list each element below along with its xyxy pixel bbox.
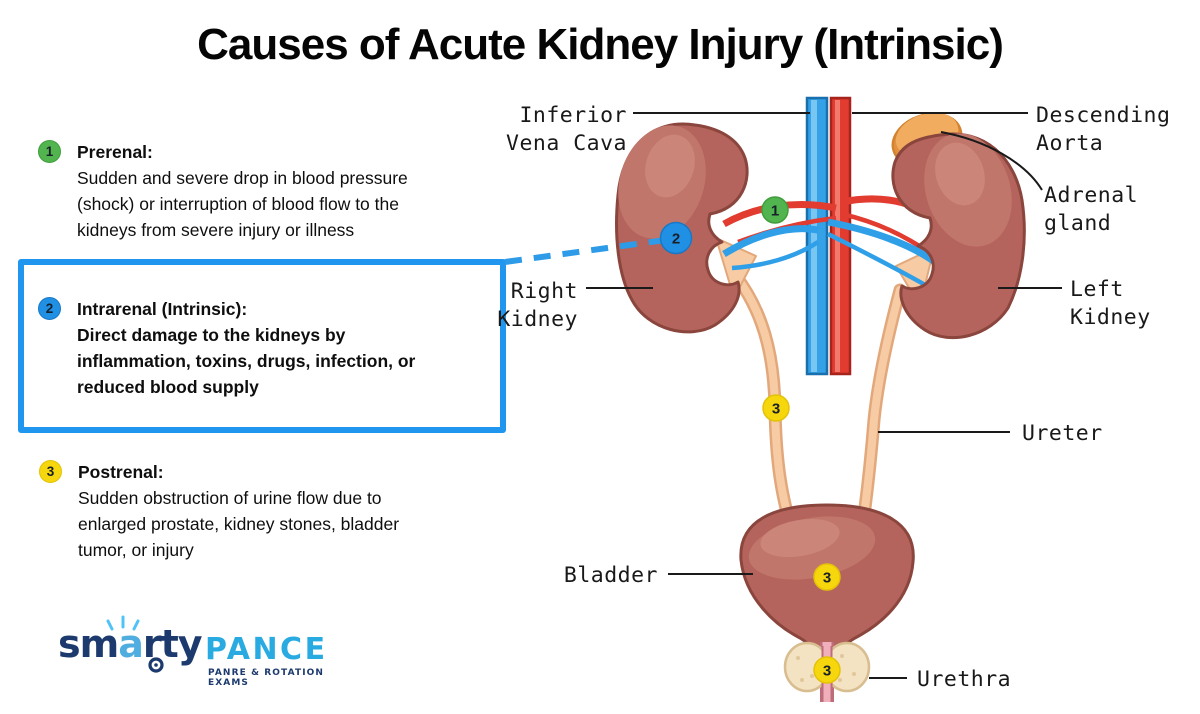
logo-pance: PANCE [205,632,328,667]
cause-text-line: kidneys from severe injury or illness [77,220,355,240]
diagram-badge-postrenal-bladder: 3 [813,563,841,591]
logo-text-sm: sm [58,622,119,666]
smarty-pance-logo: smarty PANCE PANRE & ROTATION EXAMS [58,615,358,690]
stethoscope-icon [148,657,164,673]
cause-item-prerenal: 1 Prerenal: Sudden and severe drop in bl… [38,139,488,243]
label-descending-aorta: Aorta [1036,131,1103,156]
inferior-vena-cava-vessel [805,96,829,376]
cause-item-intrarenal: 2 Intrarenal (Intrinsic): Direct damage … [38,296,488,400]
label-descending-aorta: Descending [1036,103,1170,128]
page-title: Causes of Acute Kidney Injury (Intrinsic… [197,20,1004,69]
logo-tagline: PANRE & ROTATION EXAMS [208,668,325,688]
label-ureter: Ureter [1022,421,1103,446]
label-adrenal-gland: Adrenal [1044,183,1138,208]
kidney-anatomy-diagram: 1 2 3 3 3 Inferior Vena Cava Descending … [497,96,1170,702]
cause-heading-intrarenal: Intrarenal (Intrinsic): [77,299,248,319]
label-left-kidney: Kidney [1070,305,1151,330]
label-right-kidney: Right [511,279,578,304]
svg-text:3: 3 [823,663,831,680]
cause-heading-postrenal: Postrenal: [78,462,164,482]
logo-text-a: a [118,622,144,666]
pointer-adrenal-gland [940,131,1043,191]
cause-item-postrenal: 3 Postrenal: Sudden obstruction of urine… [39,459,489,563]
diagram-badge-intrarenal: 2 [659,221,693,255]
cause-text-line: (shock) or interruption of blood flow to… [77,194,399,214]
left-kidney [891,132,1026,340]
svg-text:2: 2 [672,231,680,248]
label-right-kidney: Kidney [497,307,578,332]
label-inferior-vena-cava: Inferior [519,103,627,128]
svg-text:3: 3 [772,401,780,418]
badge-3-icon: 3 [39,460,62,483]
cause-text-line: reduced blood supply [77,377,259,397]
label-bladder: Bladder [564,563,658,588]
diagram-badge-prerenal: 1 [761,196,789,224]
badge-1-icon: 1 [38,140,61,163]
cause-text-line: Sudden and severe drop in blood pressure [77,168,408,188]
cause-text-line: tumor, or injury [78,540,194,560]
label-inferior-vena-cava: Vena Cava [506,131,627,156]
label-adrenal-gland: gland [1044,211,1111,236]
cause-text-line: enlarged prostate, kidney stones, bladde… [78,514,400,534]
cause-text-line: inflammation, toxins, drugs, infection, … [77,351,416,371]
sun-rays-icon [106,615,140,631]
label-left-kidney: Left [1070,277,1124,302]
label-urethra: Urethra [917,667,1011,692]
svg-text:1: 1 [771,203,779,220]
intrarenal-highlight-box [18,259,506,433]
cause-heading-prerenal: Prerenal: [77,142,153,162]
diagram-badge-postrenal-urethra: 3 [813,656,841,684]
cause-text-line: Sudden obstruction of urine flow due to [78,488,382,508]
diagram-badge-postrenal-ureter: 3 [762,394,790,422]
badge-2-icon: 2 [38,297,61,320]
cause-text-line: Direct damage to the kidneys by [77,325,346,345]
svg-text:3: 3 [823,570,831,587]
logo-wordmark: smarty [58,622,203,666]
